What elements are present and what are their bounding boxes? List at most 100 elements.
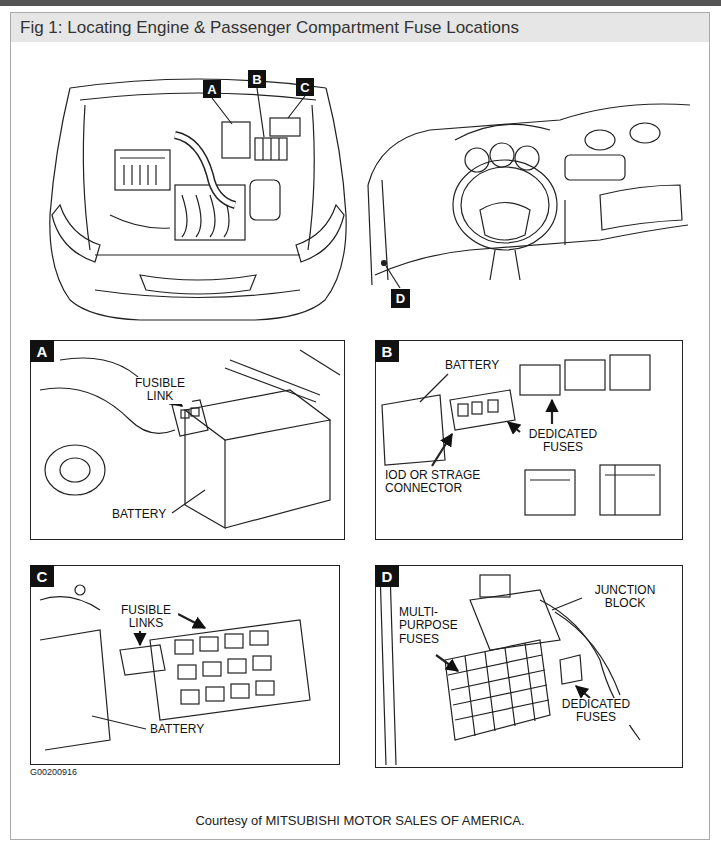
panel-b-illustration: [450, 390, 515, 430]
engine-bay-illustration: [255, 138, 287, 160]
dashboard-illustration: [461, 167, 549, 243]
part-label: DEDICATED FUSES: [554, 698, 638, 725]
dashboard-illustration: [585, 130, 615, 150]
panel-c-illustration: [120, 645, 165, 675]
panel-d-illustration: [555, 612, 620, 695]
engine-bay-illustration: [50, 88, 346, 320]
engine-bay-illustration: [140, 275, 256, 294]
part-label: IOD OR STRAGE CONNECTOR: [384, 469, 504, 496]
panel-a-illustration: [225, 360, 320, 402]
engine-bay-illustration: [95, 254, 300, 255]
callout-letter: B: [248, 70, 266, 88]
part-label: BATTERY: [149, 723, 205, 736]
panel-b-illustration: [508, 422, 520, 432]
callout-letter-text: C: [300, 81, 309, 94]
panel-d-illustration: [465, 643, 535, 736]
engine-bay-illustration: [110, 215, 170, 228]
panel-c-illustration: [40, 585, 310, 750]
panel-c-illustration: [256, 681, 274, 695]
callout-letter-text: D: [382, 569, 393, 584]
panel-a-illustration: [185, 390, 330, 440]
panel-c-illustration: [200, 637, 218, 651]
callout-letter-text: A: [207, 83, 216, 96]
figure-caption: Courtesy of MITSUBISHI MOTOR SALES OF AM…: [11, 813, 709, 828]
panel-c-illustration: [206, 687, 224, 701]
engine-bay-illustration: [50, 79, 346, 320]
panel-b-illustration: [520, 365, 560, 395]
panel-b-illustration: [525, 470, 575, 515]
panel-a-illustration: [300, 350, 340, 375]
panel-b-illustration: [600, 465, 660, 515]
engine-bay-illustration: [120, 158, 165, 185]
callout-letter-text: A: [37, 344, 48, 359]
dashboard-illustration: [480, 203, 530, 241]
dashboard-illustration: [465, 148, 489, 172]
dashboard-illustration: [490, 250, 520, 280]
panel-c-illustration: [40, 597, 100, 610]
panel-c-illustration: [228, 659, 246, 673]
panel-c-illustration: [225, 634, 243, 648]
panel-a-illustration: [191, 408, 199, 416]
panel-b-illustration: [565, 360, 605, 390]
panel-d-illustration: [540, 600, 640, 740]
panel-c-illustration: [253, 656, 271, 670]
engine-bay-illustration: [175, 135, 235, 205]
panel-a-illustration: [225, 420, 330, 528]
callout-letter: C: [296, 78, 314, 96]
dashboard-illustration: [600, 185, 682, 230]
part-label: FUSIBLE LINK: [128, 377, 192, 404]
view-panel: FUSIBLE LINK BATTERY A: [30, 340, 345, 540]
top-strip: [0, 0, 721, 6]
engine-bay-illustration: [115, 150, 170, 190]
engine-bay-illustration: [222, 122, 250, 158]
panel-c-illustration: [181, 690, 199, 704]
panel-b-illustration: [420, 374, 448, 402]
part-label: BATTERY: [444, 359, 500, 372]
panel-c-illustration: [178, 665, 196, 679]
panel-a-illustration: [185, 410, 225, 528]
panel-c-illustration: [75, 585, 85, 595]
panel-c-illustration: [231, 684, 249, 698]
panel-b-illustration: [488, 400, 498, 412]
panel-d-illustration: [436, 655, 458, 671]
dashboard-illustration: [455, 124, 550, 140]
engine-bay-illustration: [212, 88, 305, 137]
panel-c-illustration: [92, 716, 146, 729]
engine-bay-illustration: [52, 205, 100, 262]
callout-letter: A: [203, 80, 221, 98]
figure-title: Fig 1: Locating Engine & Passenger Compa…: [20, 18, 519, 38]
panel-b-illustration: [432, 434, 452, 466]
panel-d-illustration: [445, 640, 550, 740]
panel-b-illustration: [382, 395, 445, 465]
panel-a-illustration: [172, 400, 208, 436]
engine-bay-illustration: [308, 105, 314, 250]
dashboard-illustration: [630, 123, 660, 143]
part-label: MULTI-PURPOSE FUSES: [398, 606, 472, 646]
engine-bay-illustration: [250, 180, 280, 220]
dashboard-illustration: [375, 225, 688, 275]
panel-a-illustration: [60, 458, 90, 482]
panel-b-illustration: [610, 355, 650, 390]
view-panel: BATTERYDEDICATED FUSESIOD OR STRAGE CONN…: [375, 340, 683, 540]
panel-b-illustration: [458, 404, 468, 416]
callout-letter-text: B: [382, 344, 393, 359]
panel-d-illustration: [560, 655, 582, 684]
dashboard-illustration: [368, 104, 690, 288]
panel-a-illustration: [40, 350, 340, 528]
callout-letter: A: [30, 340, 54, 362]
part-label: BATTERY: [111, 508, 167, 521]
dashboard-illustration: [565, 155, 625, 180]
panel-d-illustration: [552, 598, 582, 610]
engine-bay-illustration: [175, 185, 245, 240]
callout-letter: D: [391, 289, 410, 308]
engine-bay-illustration: [270, 118, 300, 136]
panel-a-illustration: [172, 490, 205, 513]
dashboard-illustration: [453, 160, 557, 250]
callout-letter-text: B: [252, 73, 261, 86]
panel-a-illustration: [181, 410, 189, 418]
panel-b-illustration: [551, 400, 553, 424]
view-panel: JUNCTION BLOCKMULTI-PURPOSE FUSESDEDICAT…: [375, 565, 683, 768]
panel-c-illustration: [139, 630, 141, 645]
panel-c-illustration: [175, 640, 193, 654]
